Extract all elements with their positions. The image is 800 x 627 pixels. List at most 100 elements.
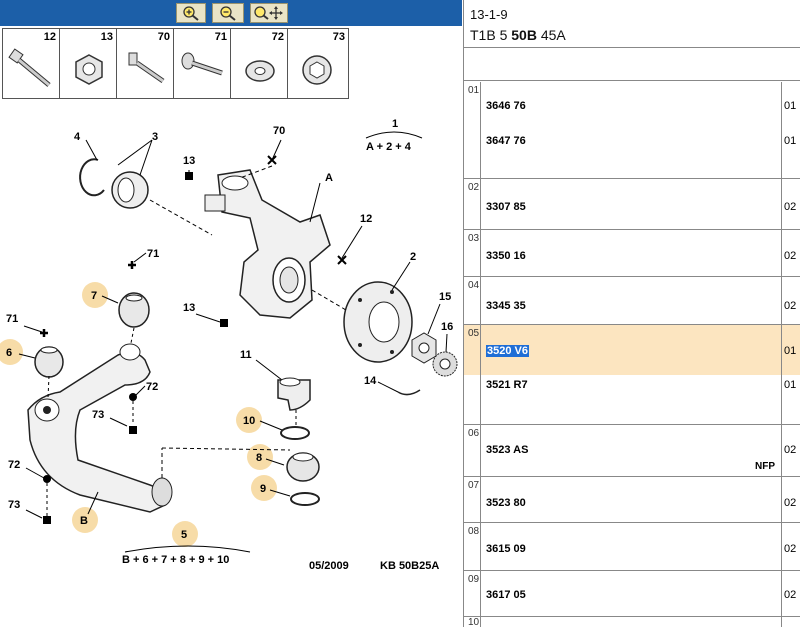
part-number: 12 (43, 31, 56, 43)
part-quantity: 01 (784, 345, 797, 357)
part-reference[interactable]: 3646 76 (486, 100, 526, 112)
model-suffix: 45A (540, 27, 566, 43)
nut-icon (75, 54, 103, 85)
part-quantity: 02 (784, 250, 797, 262)
part-quantity: 01 (784, 379, 797, 391)
group-number: 04 (468, 280, 480, 291)
part-quantity: 02 (784, 497, 797, 509)
model-bold: 50B (511, 27, 537, 43)
callout-16: 16 (441, 321, 453, 333)
callout-73a: 73 (92, 409, 104, 421)
part-quantity: 01 (784, 100, 797, 112)
formula-5: 5 B + 6 + 7 + 8 + 9 + 10 (122, 529, 251, 566)
table-row-group-10: 10 (464, 617, 800, 627)
table-row-group-05: 05 3520 V6 01 3521 R7 01 (464, 325, 800, 425)
group-number: 09 (468, 574, 480, 585)
callout-bubble-B[interactable] (72, 507, 98, 533)
stud-icon (128, 52, 165, 84)
part-quantity: 02 (784, 543, 797, 555)
callout-73b: 73 (8, 499, 20, 511)
part-cell-72[interactable]: 72 (231, 29, 288, 98)
zoom-out-icon (220, 6, 236, 21)
zoom-move-icon (254, 6, 283, 20)
part-reference[interactable]: 3350 16 (486, 250, 526, 262)
callout-A: A (325, 172, 333, 184)
callout-13b: 13 (183, 302, 195, 314)
steering-knuckle: A (204, 169, 333, 319)
diagram-pane: 12 13 70 71 (0, 0, 462, 572)
callout-3: 3 (152, 131, 158, 143)
group-number: 05 (468, 328, 480, 339)
table-row-group-01: 01 3646 76 01 3647 76 01 (464, 82, 800, 179)
part-cell-12[interactable]: 12 (3, 29, 60, 98)
callout-bubble-10[interactable] (236, 407, 262, 433)
table-header-spacer (464, 48, 800, 81)
part-number: 72 (271, 31, 284, 43)
group-number: 03 (468, 233, 480, 244)
callout-1: 1 (392, 118, 398, 130)
callout-4: 4 (74, 131, 81, 143)
callout-bubble-7[interactable] (82, 282, 108, 308)
table-row-group-04: 04 3345 35 02 (464, 277, 800, 325)
zoom-out-button[interactable] (212, 3, 244, 23)
part-reference-selected[interactable]: 3520 V6 (486, 345, 529, 357)
callout-10: 10 (243, 415, 255, 427)
callout-71a: 71 (147, 248, 159, 260)
callout-71b: 71 (6, 313, 18, 325)
part-reference[interactable]: 3523 AS (486, 444, 529, 456)
diagram-date: 05/2009 (309, 560, 349, 572)
zoom-toolbar (0, 0, 462, 26)
nfp-note: NFP (755, 461, 775, 472)
callout-7: 7 (91, 290, 97, 302)
part-reference[interactable]: 3523 80 (486, 497, 526, 509)
part-reference[interactable]: 3345 35 (486, 300, 526, 312)
formula-5-text: B + 6 + 7 + 8 + 9 + 10 (122, 554, 229, 566)
parts-strip: 12 13 70 71 (2, 28, 349, 99)
hub-flange: 2 (343, 251, 416, 363)
hub-nut-icon (302, 55, 332, 85)
zoom-move-button[interactable] (250, 3, 288, 23)
part-quantity: 02 (784, 589, 797, 601)
parts-list-pane: 13-1-9 T1B 5 50B 45A 01 3646 76 01 3647 … (463, 0, 800, 627)
callout-8: 8 (256, 452, 262, 464)
callout-15: 15 (439, 291, 451, 303)
part-reference[interactable]: 3307 85 (486, 201, 526, 213)
part-cell-70[interactable]: 70 (117, 29, 174, 98)
group-number: 08 (468, 526, 480, 537)
part-cell-13[interactable]: 13 (60, 29, 117, 98)
part-cell-73[interactable]: 73 (288, 29, 348, 98)
callout-bubble-8[interactable] (247, 444, 273, 470)
callout-bubble-5[interactable] (172, 521, 198, 547)
callout-9: 9 (260, 483, 266, 495)
bearing-assembly: 4 3 (74, 131, 158, 209)
part-number: 73 (332, 31, 345, 43)
callout-12: 12 (360, 213, 372, 225)
table-row-group-02: 02 3307 85 02 (464, 179, 800, 230)
part-number: 71 (214, 31, 227, 43)
formula-1: 1 A + 2 + 4 (365, 118, 423, 153)
diagram-code: KB 50B25A (380, 560, 440, 572)
callout-2: 2 (410, 251, 416, 263)
part-cell-71[interactable]: 71 (174, 29, 231, 98)
part-reference[interactable]: 3615 09 (486, 543, 526, 555)
callout-5: 5 (181, 529, 187, 541)
zoom-in-button[interactable] (176, 3, 206, 23)
control-arm: B (27, 343, 173, 527)
model-code: T1B 5 50B 45A (470, 27, 566, 43)
part-quantity: 02 (784, 444, 797, 456)
callout-13a: 13 (183, 155, 195, 167)
callout-bubble-9[interactable] (251, 475, 277, 501)
callout-bubble-6[interactable] (0, 339, 23, 365)
exploded-diagram: 1 A + 2 + 4 5 B + 6 + 7 + 8 + 9 + 10 4 3 (0, 118, 458, 566)
bolt-icon (181, 52, 223, 76)
callout-11: 11 (240, 349, 252, 361)
callout-6: 6 (6, 347, 12, 359)
part-quantity: 02 (784, 300, 797, 312)
part-reference[interactable]: 3521 R7 (486, 379, 528, 391)
table-row-group-07: 07 3523 80 02 (464, 477, 800, 523)
section-reference: 13-1-9 (470, 7, 508, 22)
group-number: 02 (468, 182, 480, 193)
washer-icon (245, 60, 275, 82)
part-reference[interactable]: 3617 05 (486, 589, 526, 601)
part-reference[interactable]: 3647 76 (486, 135, 526, 147)
